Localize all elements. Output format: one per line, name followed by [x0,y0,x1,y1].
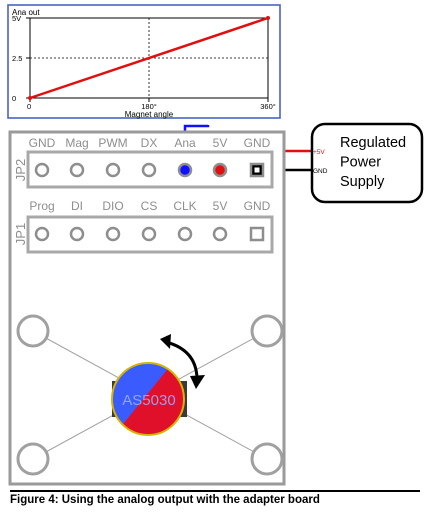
mounting-hole [16,314,50,348]
series-point [28,96,32,100]
jp2-pin-label: DX [141,136,158,150]
jp2-pin-label: 5V [213,136,228,150]
jp2-pin-label: Mag [65,136,88,150]
x-axis-label: Magnet angle [125,110,174,119]
jp2-pin [177,162,193,178]
gnd-terminal-label: GND [313,168,328,175]
power-supply-title-line: Supply [340,174,385,190]
jp1-pin-label: CLK [173,199,196,213]
jp1-frame [26,215,274,254]
chart-frame [7,4,281,119]
jp2-pin-label: Ana [174,136,196,150]
power-supply-title-line: Regulated [340,135,406,151]
sensor-assembly: AS5030 [111,362,187,436]
power-supply-box [310,122,424,204]
jp1-pin [177,226,193,242]
jp2-label: JP2 [13,159,28,181]
jp2-pin [69,162,85,178]
power-supply-title-line: Power [340,155,381,171]
curved-double-arrow-icon [160,334,205,389]
jp1-pin [105,226,121,242]
jp1-square-pin [249,226,265,242]
chip-label: AS5030 [122,392,175,409]
mounting-holes [16,314,284,476]
jp2-pin [141,162,157,178]
x-tick-label: 360° [260,102,276,111]
jp1-pin [69,226,85,242]
jp1-pin-label: DI [71,199,83,213]
jp2-pin [105,162,121,178]
adapter-board: JP2 GND Mag PWM DX Ana 5V GND JP1 Prog DI DIO CS C… [8,130,286,486]
x-tick-label: 0 [27,102,31,111]
plus-5v-terminal-label: +5V [313,149,325,156]
jp2-pin-label: GND [29,136,56,150]
chart-ticks: 0 2.5 5V 0 180° 360° [12,14,276,111]
jp1-pin [34,226,50,242]
mounting-hole [250,442,284,476]
y-tick-label: 2.5 [12,54,22,63]
jp1-pin [212,226,228,242]
jp1-pin-label: Prog [29,199,54,213]
series-point [266,16,270,20]
mounting-hole [250,314,284,348]
y-tick-label: 0 [12,94,16,103]
x-tick-label: 180° [141,102,157,111]
figure-caption: Figure 4: Using the analog output with t… [10,490,420,506]
jp2-pin-label: GND [244,136,271,150]
chart-series [28,16,270,100]
jp1-pin-label: 5V [213,199,228,213]
jp1-header: JP1 Prog DI DIO CS CLK 5V GND [13,199,274,254]
mounting-hole [16,442,50,476]
jp2-frame [26,150,274,189]
jp1-pin-label: DIO [102,199,123,213]
y-tick-label: 5V [12,14,21,23]
jp1-pin [141,226,157,242]
jp1-label: JP1 [13,223,28,245]
jp2-pin [212,162,228,178]
jp2-pin-center [254,167,260,173]
y-axis-label: Ana out [12,8,40,17]
jp1-pin-label: CS [141,199,158,213]
magnet-outline [111,362,185,436]
jp2-pin-label: PWM [98,136,127,150]
analog-output-chart: 0 2.5 5V 0 180° 360° Ana out Magnet angle [7,4,281,119]
jp2-header: JP2 GND Mag PWM DX Ana 5V GND [13,136,274,189]
series-line [29,16,269,100]
jp1-pin-label: GND [244,199,271,213]
jp2-pin [34,162,50,178]
